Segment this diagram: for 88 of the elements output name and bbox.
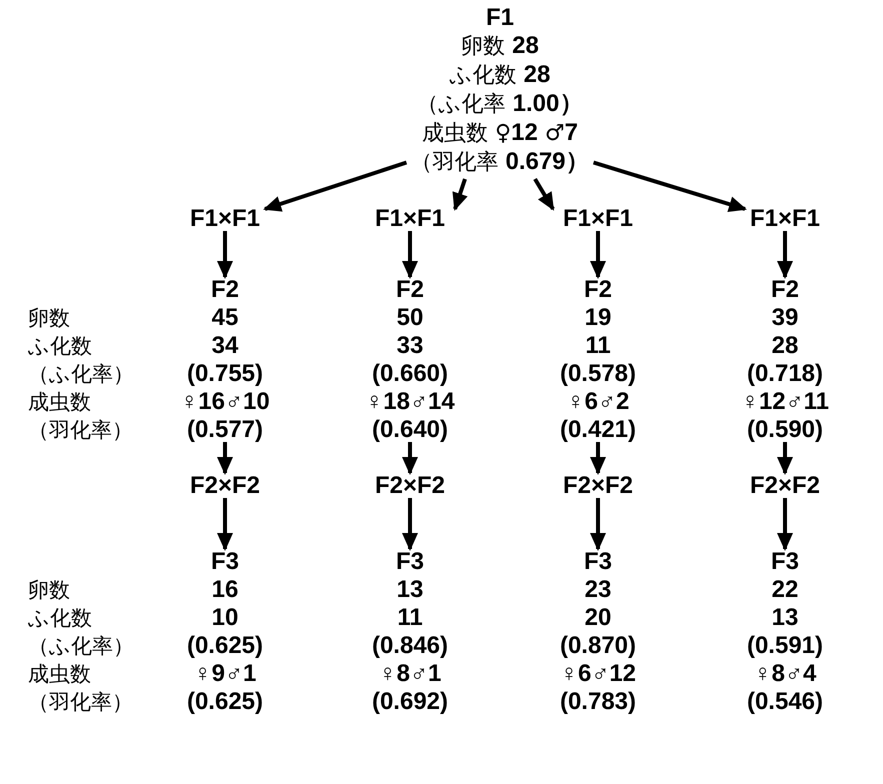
data-value: (0.577) (186, 416, 264, 444)
data-value: ♀8♂1 (378, 660, 442, 688)
data-value: 19 (584, 304, 612, 332)
data-value: 成虫数 ♀12 ♂7 (422, 119, 578, 148)
data-value: 50 (396, 304, 424, 332)
row-label: ふ化数 (28, 333, 92, 360)
cross-label: F2×F2 (562, 472, 634, 500)
row-label: （ふ化率） (28, 361, 134, 388)
data-value: 28 (772, 332, 798, 360)
data-value: (0.640) (372, 416, 448, 444)
data-value: (0.590) (746, 416, 824, 444)
data-value: (0.692) (372, 688, 448, 716)
cross-label: F2×F2 (750, 472, 820, 500)
data-value: (0.578) (560, 360, 636, 388)
row-label: （羽化率） (28, 689, 133, 716)
cross-label: F1×F1 (562, 205, 634, 233)
data-value: 11 (585, 332, 611, 360)
data-value: 34 (212, 332, 238, 360)
cross-label: F1×F1 (190, 205, 260, 233)
data-value: 11 (397, 604, 423, 632)
cross-label: F1×F1 (374, 205, 446, 233)
cross-label: F2×F2 (190, 472, 260, 500)
row-label: （ふ化率） (28, 633, 134, 660)
data-value: ♀6♂12 (560, 660, 636, 688)
data-value: ♀8♂4 (754, 660, 816, 688)
data-value: 13 (396, 576, 424, 604)
data-value: (0.625) (186, 632, 264, 660)
cross-label: F2×F2 (374, 472, 446, 500)
data-value: 23 (584, 576, 612, 604)
data-value: 16 (212, 576, 238, 604)
data-value: ♀9♂1 (194, 660, 256, 688)
arrow (452, 178, 468, 211)
data-value: ♀18♂14 (365, 388, 455, 416)
generation-label: F2 (584, 276, 612, 304)
data-value: ♀16♂10 (180, 388, 270, 416)
data-value: 卵数 28 (461, 32, 539, 61)
data-value: 20 (584, 604, 612, 632)
arrow (590, 442, 606, 475)
data-value: ♀6♂2 (566, 388, 630, 416)
row-label: 成虫数 (28, 661, 91, 688)
data-value: (0.783) (560, 688, 636, 716)
row-label: 成虫数 (28, 389, 91, 416)
arrow (217, 442, 233, 475)
data-value: (0.591) (746, 632, 824, 660)
row-label: 卵数 (28, 305, 70, 332)
data-value: (0.718) (746, 360, 824, 388)
data-value: （羽化率 0.679） (410, 148, 590, 177)
arrow (217, 231, 233, 279)
data-value: ふ化数 28 (450, 61, 550, 90)
arrow (402, 498, 418, 551)
generation-label: F3 (584, 548, 612, 576)
generation-label: F2 (770, 276, 799, 304)
arrow (777, 442, 793, 475)
data-value: 10 (212, 604, 238, 632)
data-value: (0.421) (560, 416, 636, 444)
data-value: 33 (396, 332, 424, 360)
arrow (590, 498, 606, 551)
arrow (777, 231, 793, 279)
generation-label: F3 (396, 548, 424, 576)
arrow (217, 498, 233, 551)
data-value: 45 (212, 304, 238, 332)
arrow (263, 160, 408, 212)
generation-label: F3 (210, 548, 239, 576)
arrow (533, 178, 555, 211)
data-value: (0.546) (746, 688, 824, 716)
generation-label: F2 (396, 276, 424, 304)
data-value: (0.846) (372, 632, 448, 660)
generation-label: F1 (486, 4, 514, 32)
arrow (402, 231, 418, 279)
data-value: ♀12♂11 (740, 388, 830, 416)
data-value: （ふ化率 1.00） (416, 90, 584, 119)
data-value: 39 (772, 304, 798, 332)
data-value: 13 (772, 604, 798, 632)
arrow (777, 498, 793, 551)
row-label: （羽化率） (28, 417, 133, 444)
data-value: (0.660) (372, 360, 448, 388)
row-label: ふ化数 (28, 605, 92, 632)
cross-label: F1×F1 (750, 205, 820, 233)
row-label: 卵数 (28, 577, 70, 604)
data-value: 22 (772, 576, 798, 604)
generation-label: F3 (770, 548, 799, 576)
arrow (402, 442, 418, 475)
arrow (592, 160, 747, 212)
arrow (590, 231, 606, 279)
data-value: (0.870) (560, 632, 636, 660)
data-value: (0.755) (186, 360, 264, 388)
generation-label: F2 (210, 276, 239, 304)
data-value: (0.625) (186, 688, 264, 716)
